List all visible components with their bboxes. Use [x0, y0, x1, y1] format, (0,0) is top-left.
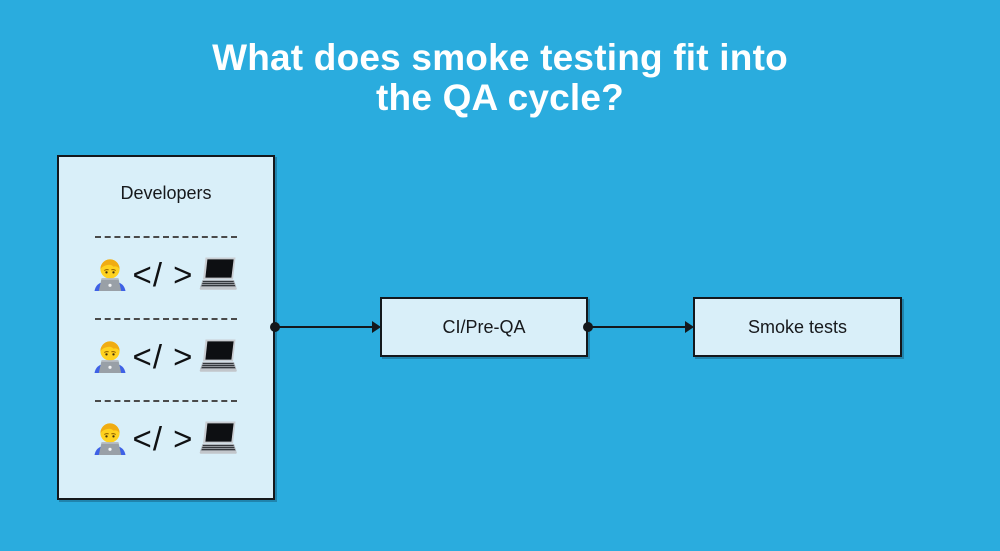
technologist-emoji-icon — [92, 337, 128, 376]
code-tag-text: </ > — [132, 420, 194, 458]
dashed-separator — [95, 399, 237, 402]
developer-row: </ > — [92, 253, 241, 297]
page-title: What does smoke testing fit into the QA … — [0, 38, 1000, 118]
title-line-2: the QA cycle? — [376, 76, 624, 118]
node-smoke-tests: Smoke tests — [693, 297, 902, 357]
node-label: CI/Pre-QA — [442, 316, 526, 337]
connector-line — [588, 325, 689, 329]
arrowhead-icon — [685, 321, 694, 333]
node-label: Smoke tests — [747, 316, 848, 337]
code-tag-text: </ > — [132, 256, 194, 294]
developers-group-box: Developers </ > — [57, 155, 275, 500]
laptop-emoji-icon — [198, 338, 240, 375]
dashed-separator — [95, 317, 237, 320]
technologist-emoji-icon — [92, 255, 128, 294]
node-ci-pre-qa: CI/Pre-QA — [380, 297, 588, 357]
developer-row: </ > — [92, 417, 241, 461]
developer-row: </ > — [92, 335, 241, 379]
developers-label: Developers — [120, 183, 212, 203]
technologist-emoji-icon — [92, 419, 128, 458]
laptop-emoji-icon — [198, 420, 240, 457]
arrowhead-icon — [372, 321, 381, 333]
connector-developers-to-ci — [270, 321, 381, 333]
dashed-separator — [95, 235, 237, 238]
connector-line — [275, 325, 376, 329]
laptop-emoji-icon — [198, 256, 240, 293]
code-tag-text: </ > — [132, 338, 194, 376]
title-line-1: What does smoke testing fit into — [212, 37, 788, 78]
connector-ci-to-smoke — [583, 321, 694, 333]
